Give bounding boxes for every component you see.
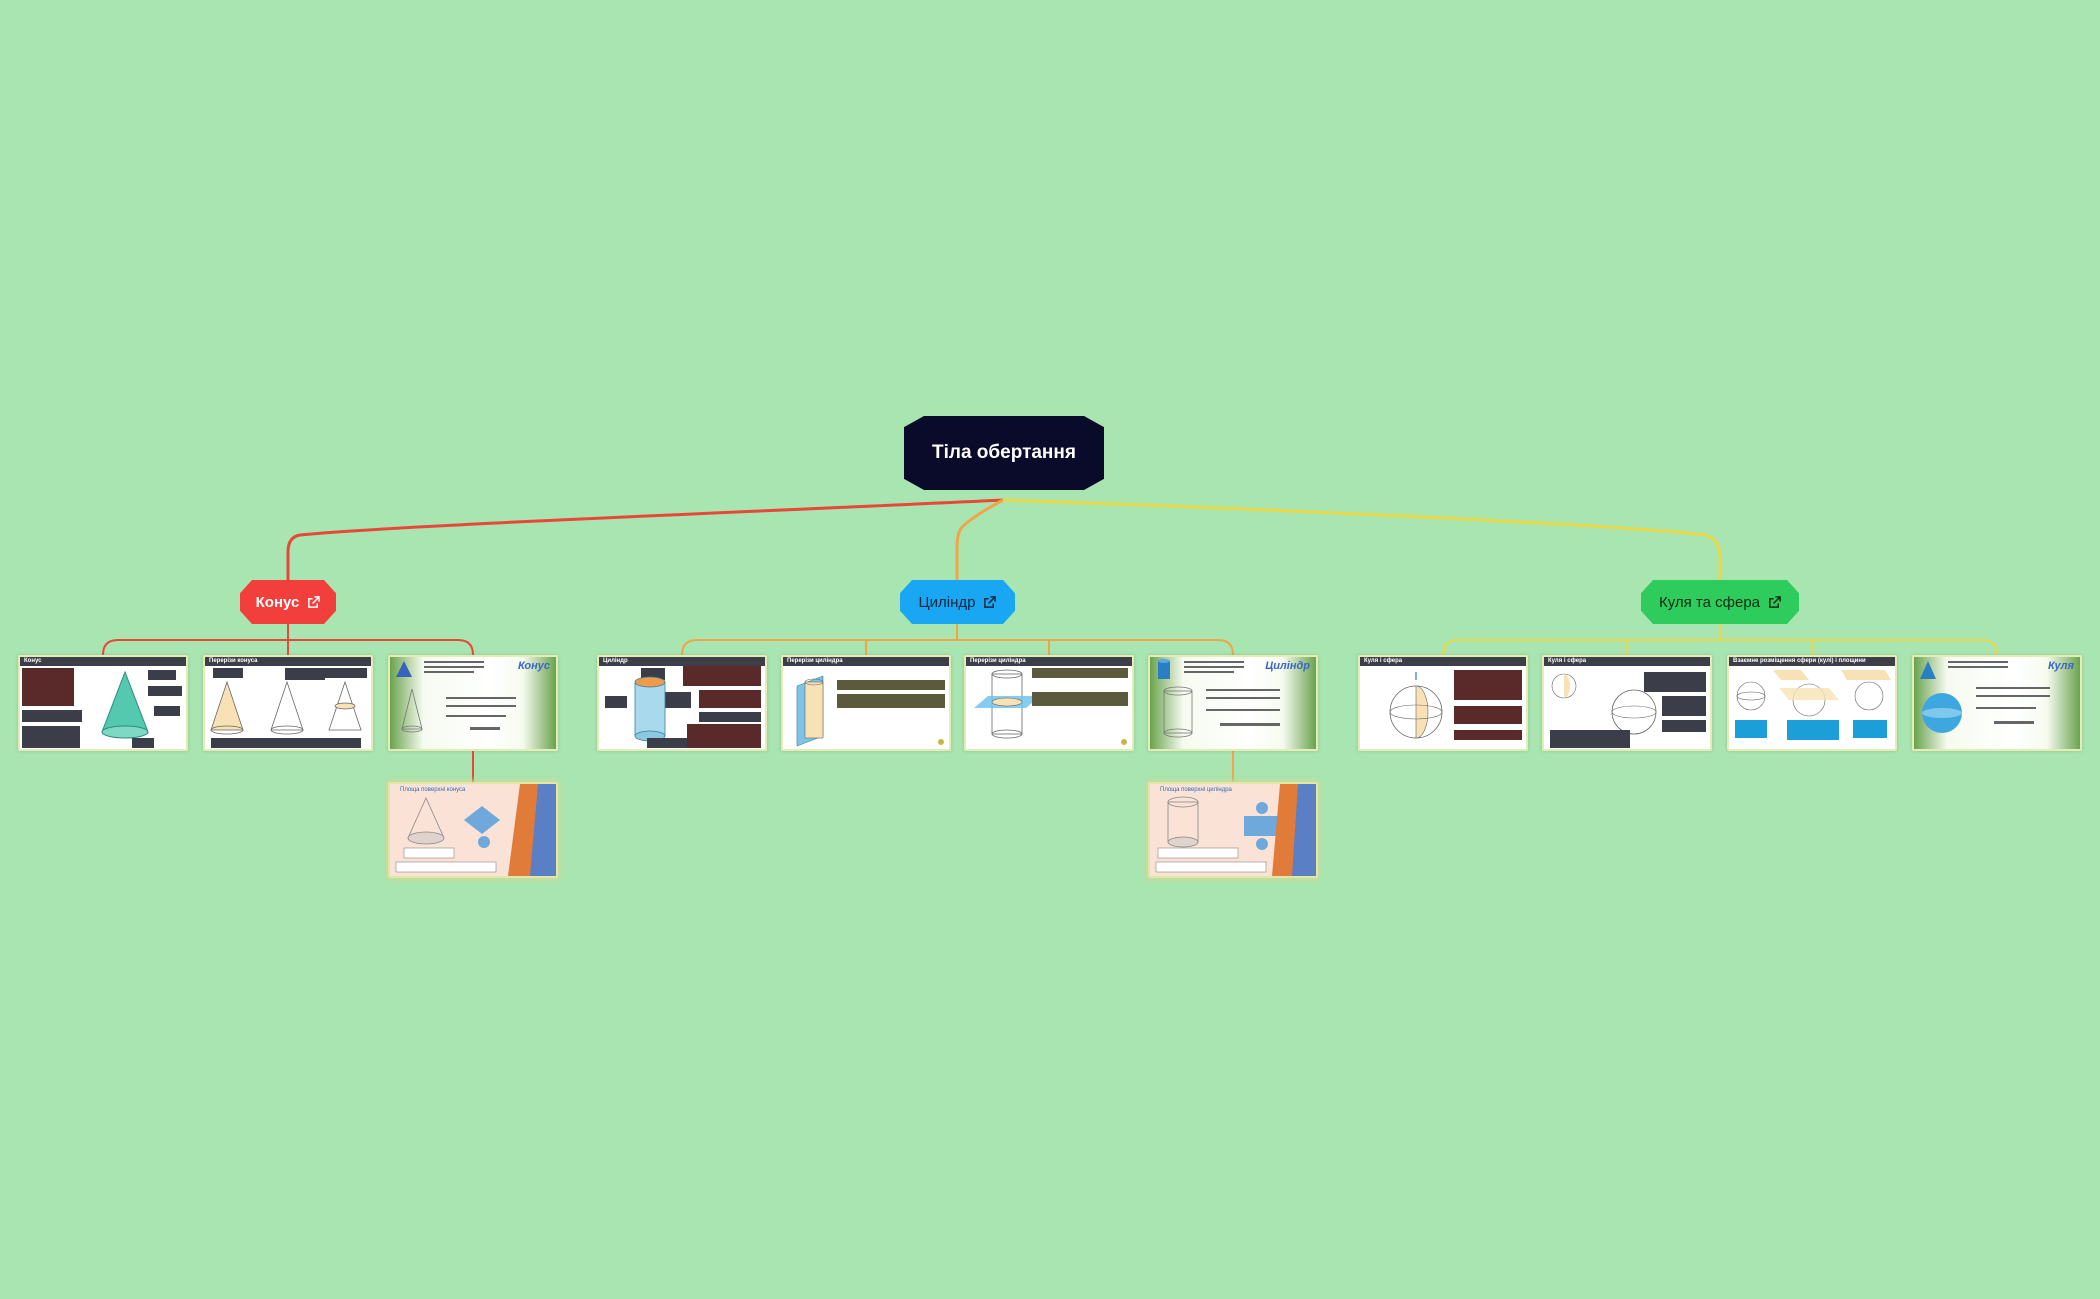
slide-cylinder-area-image <box>1155 784 1316 876</box>
slide-title: Перерізи циліндра <box>966 657 1132 666</box>
slide-cone-3[interactable]: Конус <box>388 655 558 751</box>
slide-cylinder-section-image <box>796 675 945 747</box>
branch-cone-title: Конус <box>255 593 300 611</box>
link-root-sphere <box>1002 498 1722 580</box>
slide-cone-2[interactable]: Перерізи конуса <box>203 655 373 751</box>
external-link-icon[interactable] <box>307 596 320 609</box>
slide-title: Куля і сфера <box>1360 657 1526 666</box>
root-title: Тіла обертання <box>932 442 1076 463</box>
slide-title: Взаємне розміщення сфери (кулі) і площин… <box>1729 657 1895 666</box>
slide-cone-sections-image <box>210 668 367 748</box>
slide-title: Перерізи циліндра <box>783 657 949 666</box>
slide-sphere-3[interactable]: Взаємне розміщення сфери (кулі) і площин… <box>1727 655 1897 751</box>
slide-sphere-definition-image <box>1920 661 2050 733</box>
slide-title: Площа поверхні циліндра <box>1160 787 1232 793</box>
slide-cylinder-definition-image <box>1158 659 1280 738</box>
slide-cylinder-image <box>605 666 761 748</box>
slide-cone-definition-image <box>396 661 516 733</box>
branch-sphere[interactable]: Куля та сфера <box>1641 580 1799 624</box>
slide-title: Циліндр <box>599 657 765 666</box>
slide-sphere-plane-image <box>1735 670 1891 740</box>
link-cylinder-slides <box>681 624 1234 782</box>
link-root-cone <box>286 498 1004 580</box>
link-root-cylinder <box>955 498 1004 580</box>
slide-cone-image <box>22 668 182 748</box>
slide-sphere-ball-image <box>1550 672 1706 748</box>
slide-cylinder-5[interactable]: Площа поверхні циліндра <box>1148 782 1318 878</box>
slide-cone-4[interactable]: Площа поверхні конуса <box>388 782 558 878</box>
branch-cylinder[interactable]: Циліндр <box>900 580 1015 624</box>
slide-sphere-4[interactable]: Куля <box>1912 655 2082 751</box>
slide-cylinder-cross-section-image <box>974 668 1128 745</box>
slide-title: Куля <box>2047 660 2074 672</box>
slide-sphere-image <box>1389 670 1522 740</box>
slide-cone-area-image <box>395 784 556 876</box>
slide-title: Площа поверхні конуса <box>400 787 466 793</box>
slide-title: Конус <box>20 657 186 666</box>
link-cone-slides <box>102 624 474 782</box>
slide-title: Перерізи конуса <box>205 657 371 666</box>
link-sphere-slides <box>1442 624 1998 656</box>
root-node[interactable]: Тіла обертання <box>904 416 1104 490</box>
slide-cone-1[interactable]: Конус <box>18 655 188 751</box>
slide-title: Конус <box>518 660 550 672</box>
branch-cone[interactable]: Конус <box>240 580 336 624</box>
branch-cylinder-title: Циліндр <box>918 593 976 611</box>
slide-title: Куля і сфера <box>1544 657 1710 666</box>
external-link-icon[interactable] <box>983 596 996 609</box>
slide-title: Циліндр <box>1265 660 1310 672</box>
slide-cylinder-2[interactable]: Перерізи циліндра <box>781 655 951 751</box>
slide-cylinder-3[interactable]: Перерізи циліндра <box>964 655 1134 751</box>
slide-sphere-2[interactable]: Куля і сфера <box>1542 655 1712 751</box>
slide-cylinder-1[interactable]: Циліндр <box>597 655 767 751</box>
external-link-icon[interactable] <box>1768 596 1781 609</box>
slide-sphere-1[interactable]: Куля і сфера <box>1358 655 1528 751</box>
branch-sphere-title: Куля та сфера <box>1658 593 1761 611</box>
slide-cylinder-4[interactable]: Циліндр <box>1148 655 1318 751</box>
